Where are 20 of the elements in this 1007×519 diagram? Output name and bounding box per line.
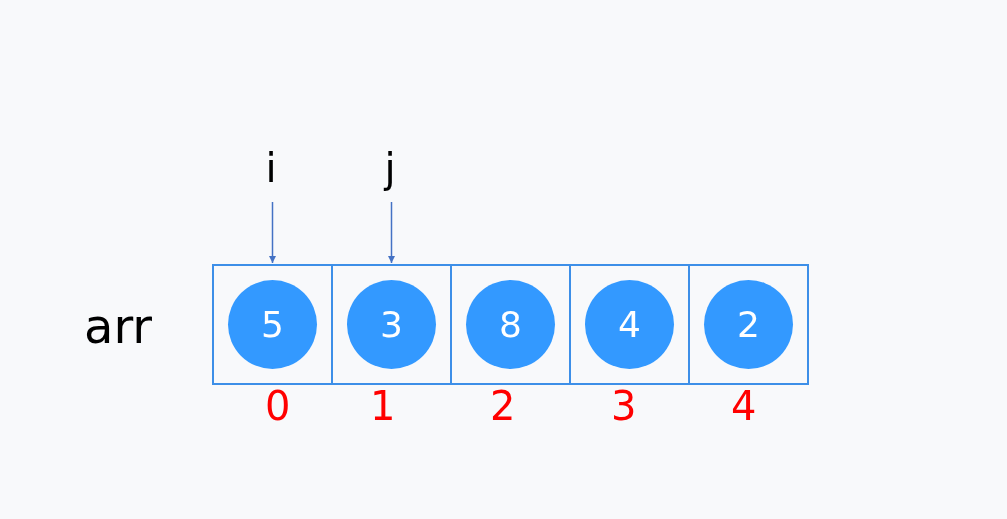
index-number: 1 bbox=[370, 386, 396, 426]
array-cell bbox=[212, 264, 333, 385]
value-circle: 4 bbox=[585, 280, 674, 369]
index-number: 2 bbox=[490, 386, 516, 426]
value-circle: 5 bbox=[228, 280, 317, 369]
value-circle: 8 bbox=[466, 280, 555, 369]
arrow bbox=[268, 201, 277, 264]
value-circle: 2 bbox=[704, 280, 793, 369]
index-number: 3 bbox=[611, 386, 637, 426]
pointer-label: i bbox=[256, 148, 286, 190]
index-number: 4 bbox=[731, 386, 757, 426]
arrow bbox=[387, 201, 396, 264]
array-cell bbox=[688, 264, 809, 385]
index-number: 0 bbox=[265, 386, 291, 426]
array-name: arr bbox=[84, 302, 153, 350]
pointer-label: j bbox=[375, 148, 405, 190]
array-cell bbox=[569, 264, 690, 385]
array-cell bbox=[331, 264, 452, 385]
array-cell bbox=[450, 264, 571, 385]
value-circle: 3 bbox=[347, 280, 436, 369]
